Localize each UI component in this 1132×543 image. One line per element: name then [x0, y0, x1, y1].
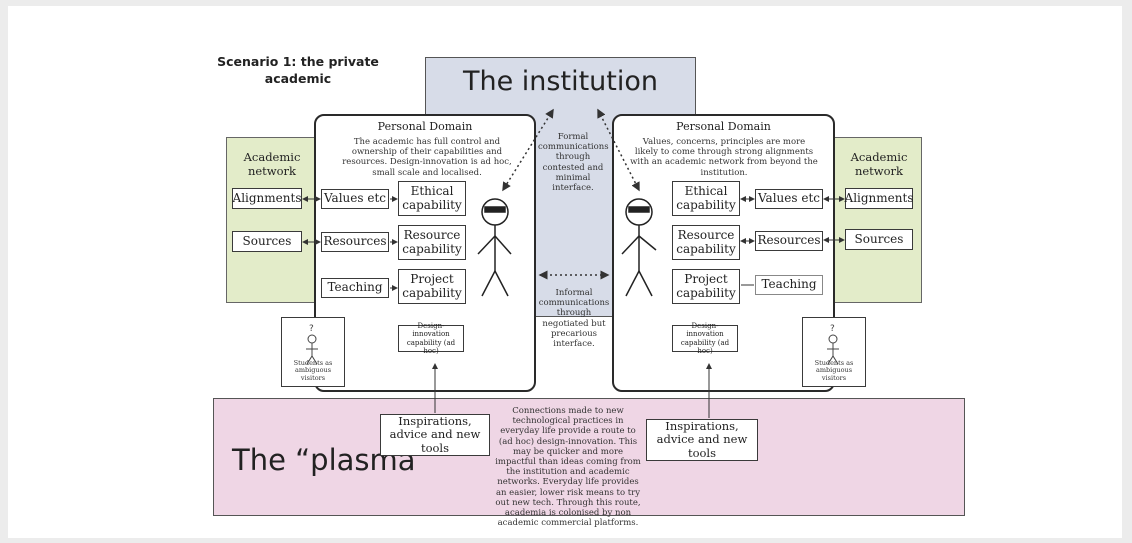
right-design-innovation-box: Design-innovation capability (ad hoc) [672, 322, 738, 355]
scenario-title: Scenario 1: the private academic [217, 54, 379, 86]
academic-network-right: Academic network [833, 137, 922, 303]
right-domain-desc: Values, concerns, principles are more li… [630, 137, 818, 178]
diagram-canvas: The institution The “plasma” Academic ne… [8, 6, 1122, 538]
formal-comm-right-arrow [597, 108, 640, 192]
left-inspirations-box: Inspirations, advice and new tools [380, 414, 490, 456]
right-inspirations-box: Inspirations, advice and new tools [646, 419, 758, 461]
left-project-capability-box: Project capability [398, 269, 466, 304]
right-project-capability-box: Project capability [672, 269, 740, 304]
left-resources-box: Resources [321, 232, 389, 252]
informal-communications-text: Informal communications through negotiat… [538, 288, 610, 349]
right-alignments-box: Alignments [845, 188, 913, 209]
left-design-innovation-box: Design-innovation capability (ad hoc) [398, 322, 464, 355]
right-students-box: Students as ambiguous visitors [802, 317, 866, 387]
left-student-figure: ? [306, 324, 318, 365]
right-values-box: Values etc [755, 189, 823, 209]
left-values-box: Values etc [321, 189, 389, 209]
left-alignments-box: Alignments [232, 188, 302, 209]
left-resource-capability-box: Resource capability [398, 225, 466, 260]
left-academic-figure [477, 198, 512, 297]
left-domain-desc: The academic has full control and owners… [342, 137, 512, 178]
svg-text:?: ? [830, 324, 835, 334]
left-students-box: Students as ambiguous visitors [281, 317, 345, 387]
academic-network-left-title: Academic network [243, 150, 301, 178]
connections-text: Connections made to new technological pr… [495, 406, 641, 529]
formal-comm-left-arrow [502, 108, 554, 192]
right-resource-capability-box: Resource capability [672, 225, 740, 260]
right-academic-figure [621, 198, 657, 297]
right-teaching-box: Teaching [755, 275, 823, 295]
academic-network-left: Academic network [226, 137, 316, 303]
connectors-layer: ? ? [302, 108, 845, 418]
left-teaching-box: Teaching [321, 278, 389, 298]
formal-communications-text: Formal communications through contested … [538, 132, 609, 193]
right-sources-box: Sources [845, 229, 913, 250]
left-students-label: Students as ambiguous visitors [293, 358, 333, 382]
right-domain-title: Personal Domain [676, 120, 771, 133]
institution-title: The institution [463, 66, 658, 97]
right-student-figure: ? [827, 324, 839, 365]
left-ethical-capability-box: Ethical capability [398, 181, 466, 216]
academic-network-right-title: Academic network [850, 150, 908, 178]
left-sources-box: Sources [232, 231, 302, 252]
right-resources-box: Resources [755, 231, 823, 251]
left-domain-title: Personal Domain [377, 120, 473, 133]
svg-text:?: ? [309, 324, 314, 334]
right-ethical-capability-box: Ethical capability [672, 181, 740, 216]
right-students-label: Students as ambiguous visitors [814, 358, 854, 382]
